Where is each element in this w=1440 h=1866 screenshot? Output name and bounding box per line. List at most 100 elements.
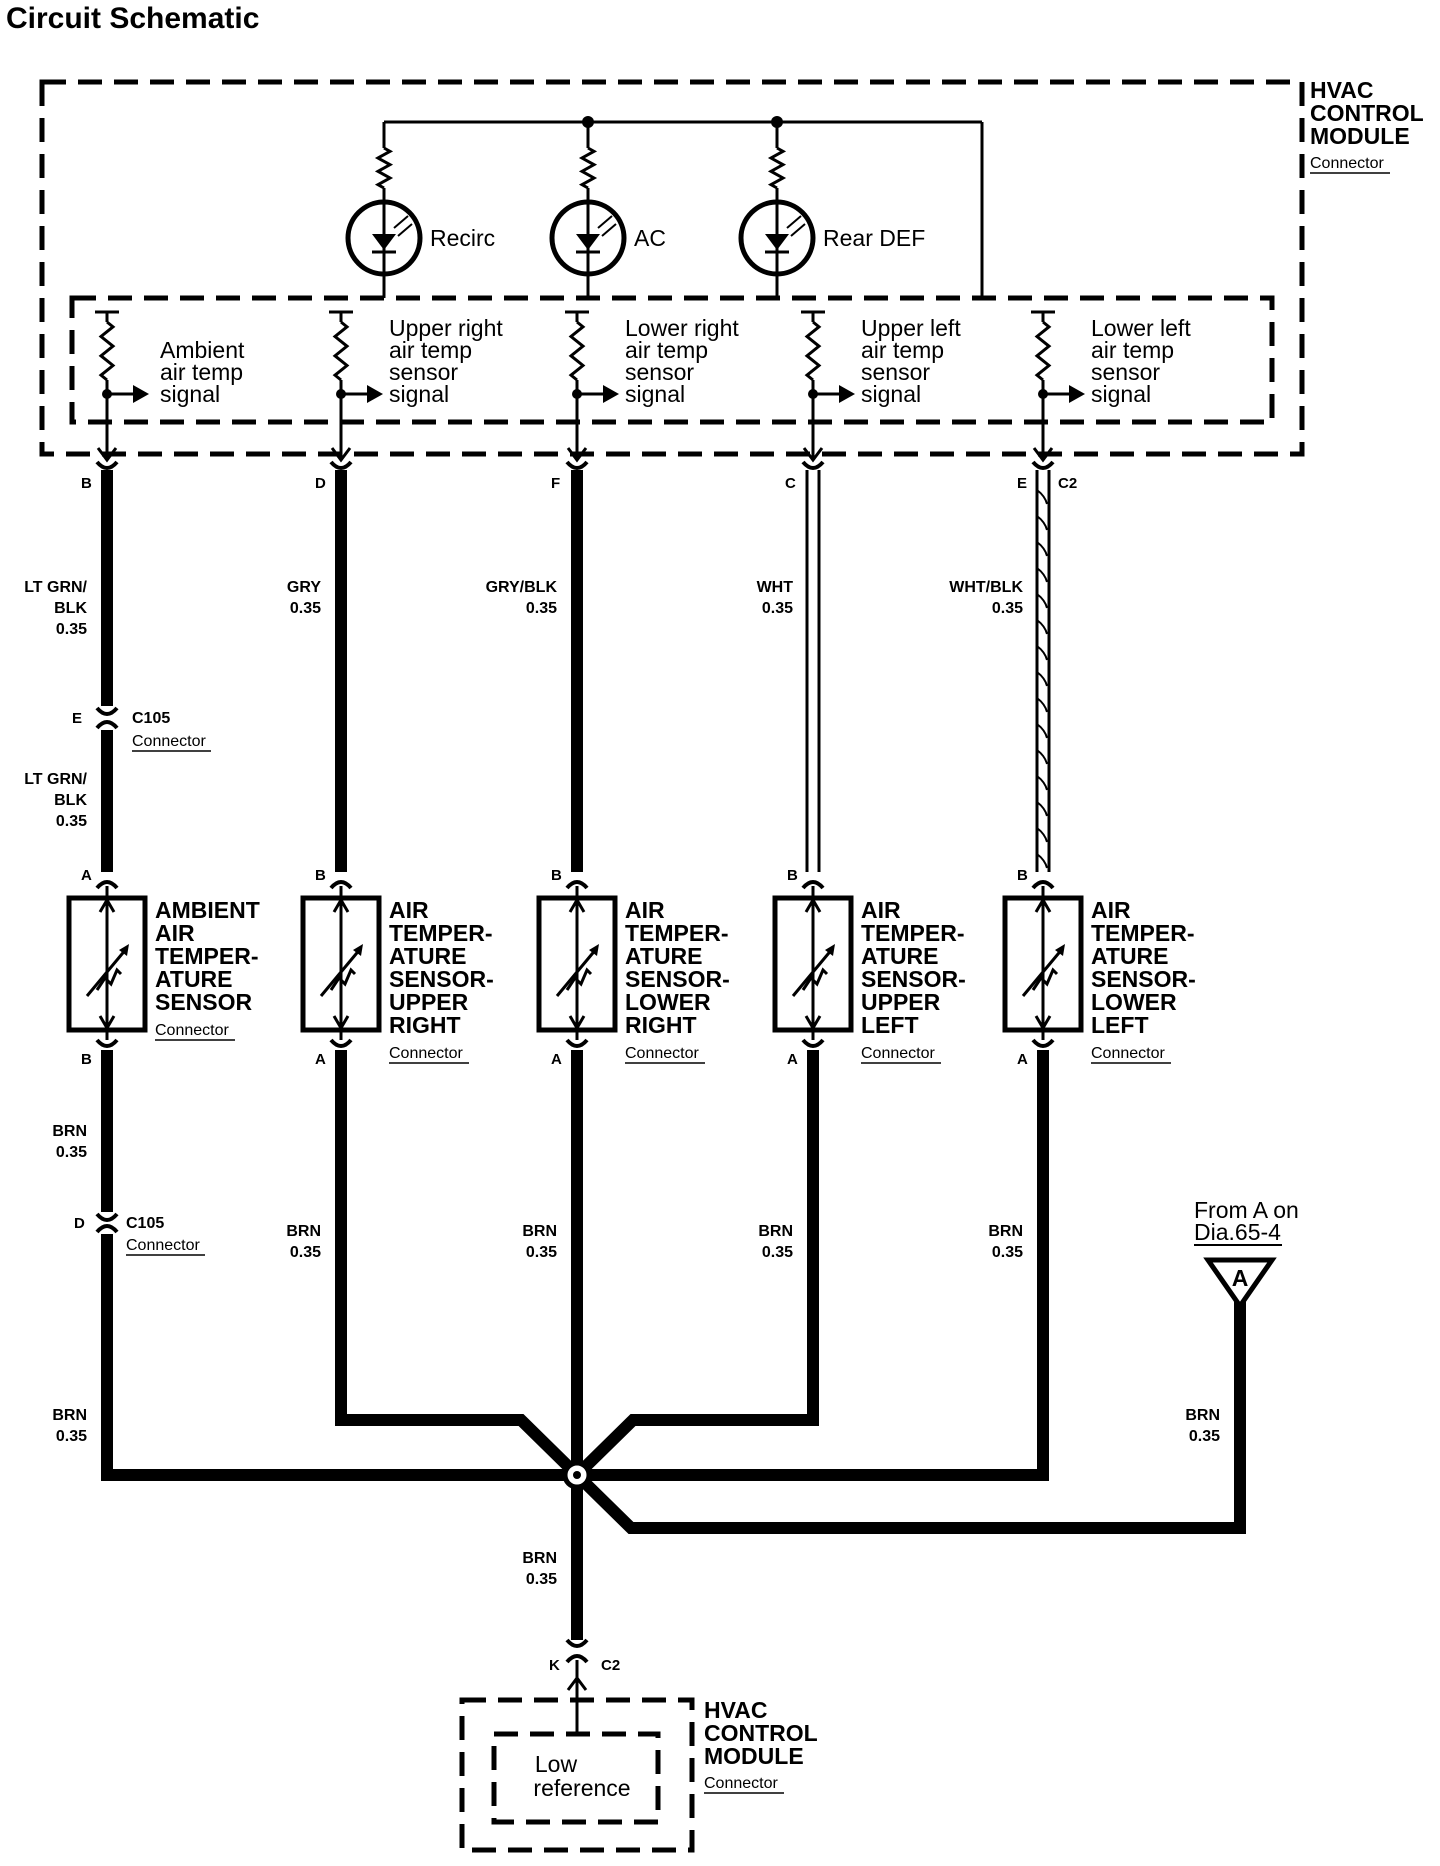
sensor-pin-bottom: A (1017, 1051, 1028, 1068)
ground-wires (95, 1050, 1246, 1640)
svg-text:TEMPER-: TEMPER- (389, 920, 493, 946)
indicator-bus (384, 116, 984, 298)
svg-text:SENSOR-: SENSOR- (389, 966, 494, 992)
svg-text:signal: signal (625, 381, 685, 407)
svg-text:Connector: Connector (861, 1045, 935, 1062)
svg-text:Lower left: Lower left (1091, 315, 1191, 341)
svg-text:TEMPER-: TEMPER- (625, 920, 729, 946)
svg-text:BRN: BRN (758, 1223, 793, 1240)
svg-text:LOWER: LOWER (1091, 989, 1177, 1015)
svg-text:D: D (74, 1215, 85, 1232)
wire-gauge: 0.35 (290, 600, 321, 617)
module-pin: F (551, 475, 560, 492)
svg-text:HVAC: HVAC (1310, 77, 1373, 103)
svg-text:TEMPER-: TEMPER- (1091, 920, 1195, 946)
svg-text:UPPER: UPPER (861, 989, 941, 1015)
module-pin: B (81, 475, 92, 492)
svg-text:BRN: BRN (286, 1223, 321, 1240)
svg-text:0.35: 0.35 (290, 1244, 321, 1261)
sensor-pin-top: A (81, 867, 92, 884)
signal-wire-1: B LT GRN/BLK 0.35 (24, 460, 119, 872)
svg-text:BRN: BRN (522, 1550, 557, 1567)
svg-text:C105: C105 (132, 710, 170, 727)
svg-text:air temp: air temp (861, 337, 944, 363)
svg-text:RIGHT: RIGHT (625, 1012, 697, 1038)
svg-text:CONTROL: CONTROL (704, 1720, 818, 1746)
svg-text:AIR: AIR (1091, 897, 1131, 923)
svg-text:ATURE: ATURE (1091, 943, 1169, 969)
svg-text:Connector: Connector (1310, 155, 1384, 172)
svg-text:MODULE: MODULE (704, 1743, 804, 1769)
svg-text:SENSOR-: SENSOR- (861, 966, 966, 992)
svg-text:ATURE: ATURE (625, 943, 703, 969)
svg-text:Connector: Connector (155, 1022, 229, 1039)
svg-text:signal: signal (861, 381, 921, 407)
svg-text:BRN: BRN (1185, 1407, 1220, 1424)
svg-text:air temp: air temp (389, 337, 472, 363)
svg-text:Connector: Connector (704, 1775, 778, 1792)
svg-text:RIGHT: RIGHT (389, 1012, 461, 1038)
sensor-5: BAAIRTEMPER-ATURESENSOR-LOWERLEFTConnect… (1002, 867, 1196, 1068)
svg-text:sensor: sensor (625, 359, 694, 385)
svg-text:BLK: BLK (54, 792, 87, 809)
svg-text:0.35: 0.35 (526, 1244, 557, 1261)
svg-text:0.35: 0.35 (56, 813, 87, 830)
svg-text:C2: C2 (601, 1657, 620, 1674)
hvac-module-top-label: HVAC CONTROL MODULE Connector (1310, 77, 1424, 174)
signal-inputs-box (69, 295, 1275, 425)
sensor-pin-top: B (315, 867, 326, 884)
ground-wire-labels: BRN0.35BRN0.35BRN0.35BRN0.35BRN0.35BRN0.… (52, 1123, 1220, 1588)
svg-text:air temp: air temp (1091, 337, 1174, 363)
svg-text:Upper right: Upper right (389, 315, 503, 341)
wire-color: WHT/BLK (949, 579, 1023, 596)
svg-text:C2: C2 (1058, 475, 1077, 492)
svg-text:From A on: From A on (1194, 1197, 1299, 1223)
svg-text:Ambient: Ambient (160, 337, 245, 363)
svg-text:Low: Low (535, 1751, 578, 1777)
module-pin: E (1017, 475, 1027, 492)
svg-text:LOWER: LOWER (625, 989, 711, 1015)
sensor-pin-bottom: A (551, 1051, 562, 1068)
indicator-label: AC (634, 225, 666, 251)
wire-color: GRY (287, 579, 321, 596)
svg-text:TEMPER-: TEMPER- (861, 920, 965, 946)
svg-text:reference: reference (533, 1775, 630, 1801)
svg-text:0.35: 0.35 (56, 1144, 87, 1161)
svg-text:BRN: BRN (52, 1123, 87, 1140)
hvac-module-top-box (39, 79, 1305, 457)
wire-color: LT GRN/ (24, 579, 87, 596)
wire-gauge: 0.35 (56, 621, 87, 638)
svg-text:A: A (1232, 1265, 1249, 1291)
svg-text:signal: signal (389, 381, 449, 407)
svg-text:AMBIENT: AMBIENT (155, 897, 260, 923)
svg-text:air temp: air temp (625, 337, 708, 363)
svg-text:0.35: 0.35 (992, 1244, 1023, 1261)
indicator-3: Rear DEF (738, 122, 925, 298)
indicator-2: AC (549, 122, 666, 298)
svg-text:K: K (549, 1657, 560, 1674)
svg-text:Connector: Connector (1091, 1045, 1165, 1062)
wire-gauge: 0.35 (992, 600, 1023, 617)
sensor-pin-bottom: B (81, 1051, 92, 1068)
svg-text:ATURE: ATURE (389, 943, 467, 969)
svg-text:AIR: AIR (861, 897, 901, 923)
svg-text:sensor: sensor (389, 359, 458, 385)
svg-text:SENSOR-: SENSOR- (625, 966, 730, 992)
svg-text:Connector: Connector (625, 1045, 699, 1062)
svg-text:ATURE: ATURE (155, 966, 233, 992)
svg-text:sensor: sensor (1091, 359, 1160, 385)
svg-text:LT GRN/: LT GRN/ (24, 771, 87, 788)
signal-wire-5: E WHT/BLK 0.35 (949, 460, 1055, 872)
svg-text:SENSOR-: SENSOR- (1091, 966, 1196, 992)
svg-text:SENSOR: SENSOR (155, 989, 253, 1015)
module-pin: C (785, 475, 796, 492)
